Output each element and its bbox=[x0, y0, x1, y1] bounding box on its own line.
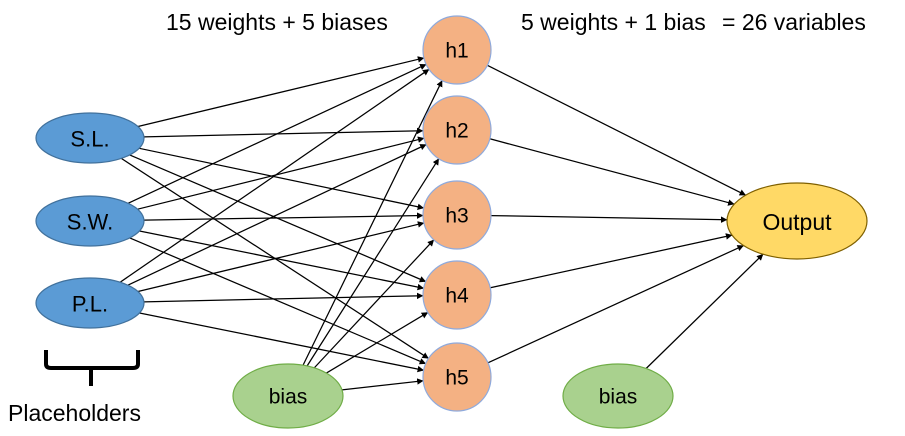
edge-bias-hidden-to-hidden-h5 bbox=[341, 378, 424, 391]
ann-placeholders: Placeholders bbox=[8, 400, 141, 426]
edge-input-pl-to-hidden-h1 bbox=[119, 68, 430, 283]
ann-hidden-weights: 15 weights + 5 biases bbox=[166, 9, 388, 35]
bias-hidden-shape[interactable] bbox=[232, 363, 344, 429]
hidden-h3-shape[interactable] bbox=[422, 180, 492, 250]
ann-output-weights: 5 weights + 1 bias bbox=[521, 9, 706, 35]
hidden-h2[interactable]: h2 bbox=[422, 95, 492, 165]
hidden-h1-shape[interactable] bbox=[422, 15, 492, 85]
annotations-layer: 15 weights + 5 biases 5 weights + 1 bias =… bbox=[8, 9, 866, 426]
edge-input-sl-to-hidden-h1 bbox=[137, 56, 425, 128]
hidden-h4[interactable]: h4 bbox=[422, 260, 492, 330]
edge-input-pl-to-hidden-h4 bbox=[143, 292, 424, 303]
ann-total-variables: = 26 variables bbox=[722, 9, 866, 35]
bias-hidden[interactable]: bias bbox=[232, 363, 344, 429]
edge-input-pl-to-hidden-h5 bbox=[139, 312, 425, 373]
edge-hidden-h3-to-output bbox=[490, 214, 728, 223]
placeholders-brace bbox=[44, 350, 140, 386]
input-sl[interactable]: S.L. bbox=[35, 112, 145, 164]
edge-bias-hidden-to-hidden-h3 bbox=[313, 239, 435, 369]
hidden-h1[interactable]: h1 bbox=[422, 15, 492, 85]
input-pl-shape[interactable] bbox=[35, 277, 145, 329]
edge-input-sw-to-hidden-h4 bbox=[139, 230, 425, 291]
brace-path bbox=[44, 350, 140, 386]
edge-hidden-h4-to-output bbox=[490, 233, 733, 289]
hidden-h3[interactable]: h3 bbox=[422, 180, 492, 250]
edge-hidden-h1-to-output bbox=[487, 64, 746, 196]
hidden-h5[interactable]: h5 bbox=[422, 342, 492, 412]
edge-input-pl-to-hidden-h2 bbox=[127, 143, 427, 286]
nodes-layer: S.L. S.W. P.L. h1 h2 h3 h4 h5 bias bias Output bbox=[35, 15, 868, 429]
input-sw[interactable]: S.W. bbox=[35, 195, 145, 247]
input-sw-shape[interactable] bbox=[35, 195, 145, 247]
edge-input-sw-to-hidden-h1 bbox=[127, 63, 427, 204]
input-sl-shape[interactable] bbox=[35, 112, 145, 164]
edge-bias-hidden-to-hidden-h1 bbox=[302, 80, 443, 366]
edges-layer bbox=[119, 56, 764, 391]
hidden-h5-shape[interactable] bbox=[422, 342, 492, 412]
edge-hidden-h5-to-output bbox=[487, 244, 744, 364]
edge-bias-output-to-output bbox=[645, 253, 764, 369]
hidden-h4-shape[interactable] bbox=[422, 260, 492, 330]
edge-hidden-h2-to-output bbox=[489, 138, 735, 206]
bias-output-shape[interactable] bbox=[562, 363, 674, 429]
bias-output[interactable]: bias bbox=[562, 363, 674, 429]
input-pl[interactable]: P.L. bbox=[35, 277, 145, 329]
edge-input-sl-to-hidden-h2 bbox=[143, 127, 424, 138]
output-node-shape[interactable] bbox=[726, 182, 868, 260]
hidden-h2-shape[interactable] bbox=[422, 95, 492, 165]
edge-input-sw-to-hidden-h2 bbox=[137, 136, 425, 210]
edge-bias-hidden-to-hidden-h4 bbox=[326, 311, 429, 374]
edge-input-pl-to-hidden-h3 bbox=[137, 221, 425, 293]
edge-input-sl-to-hidden-h3 bbox=[139, 147, 425, 210]
output-node[interactable]: Output bbox=[726, 182, 868, 260]
edge-input-sw-to-hidden-h3 bbox=[143, 212, 424, 221]
edge-bias-hidden-to-hidden-h2 bbox=[306, 158, 440, 367]
